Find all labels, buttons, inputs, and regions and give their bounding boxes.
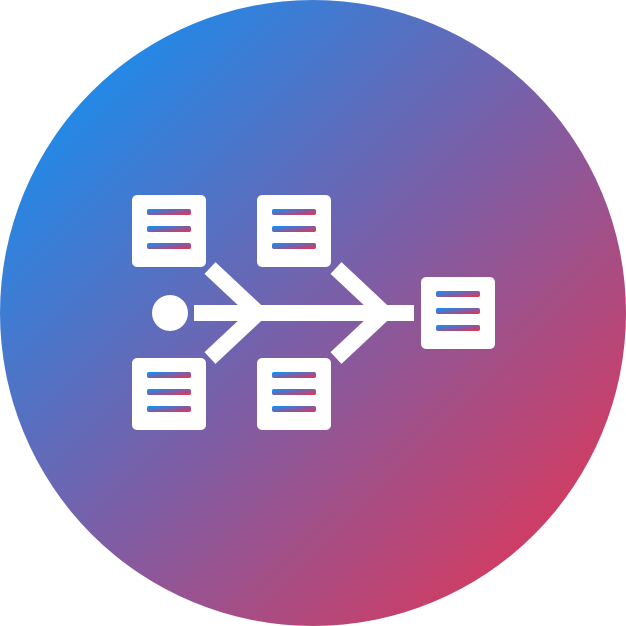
chevron-right [330, 262, 396, 364]
chevron-left [204, 262, 270, 364]
card-right-head [421, 277, 495, 349]
card-top-left [132, 195, 206, 267]
fishbone-glyph [132, 195, 495, 430]
card-bottom-left [132, 358, 206, 430]
card-bottom-middle [257, 358, 331, 430]
head-dot [152, 295, 188, 331]
card-top-middle [257, 195, 331, 267]
